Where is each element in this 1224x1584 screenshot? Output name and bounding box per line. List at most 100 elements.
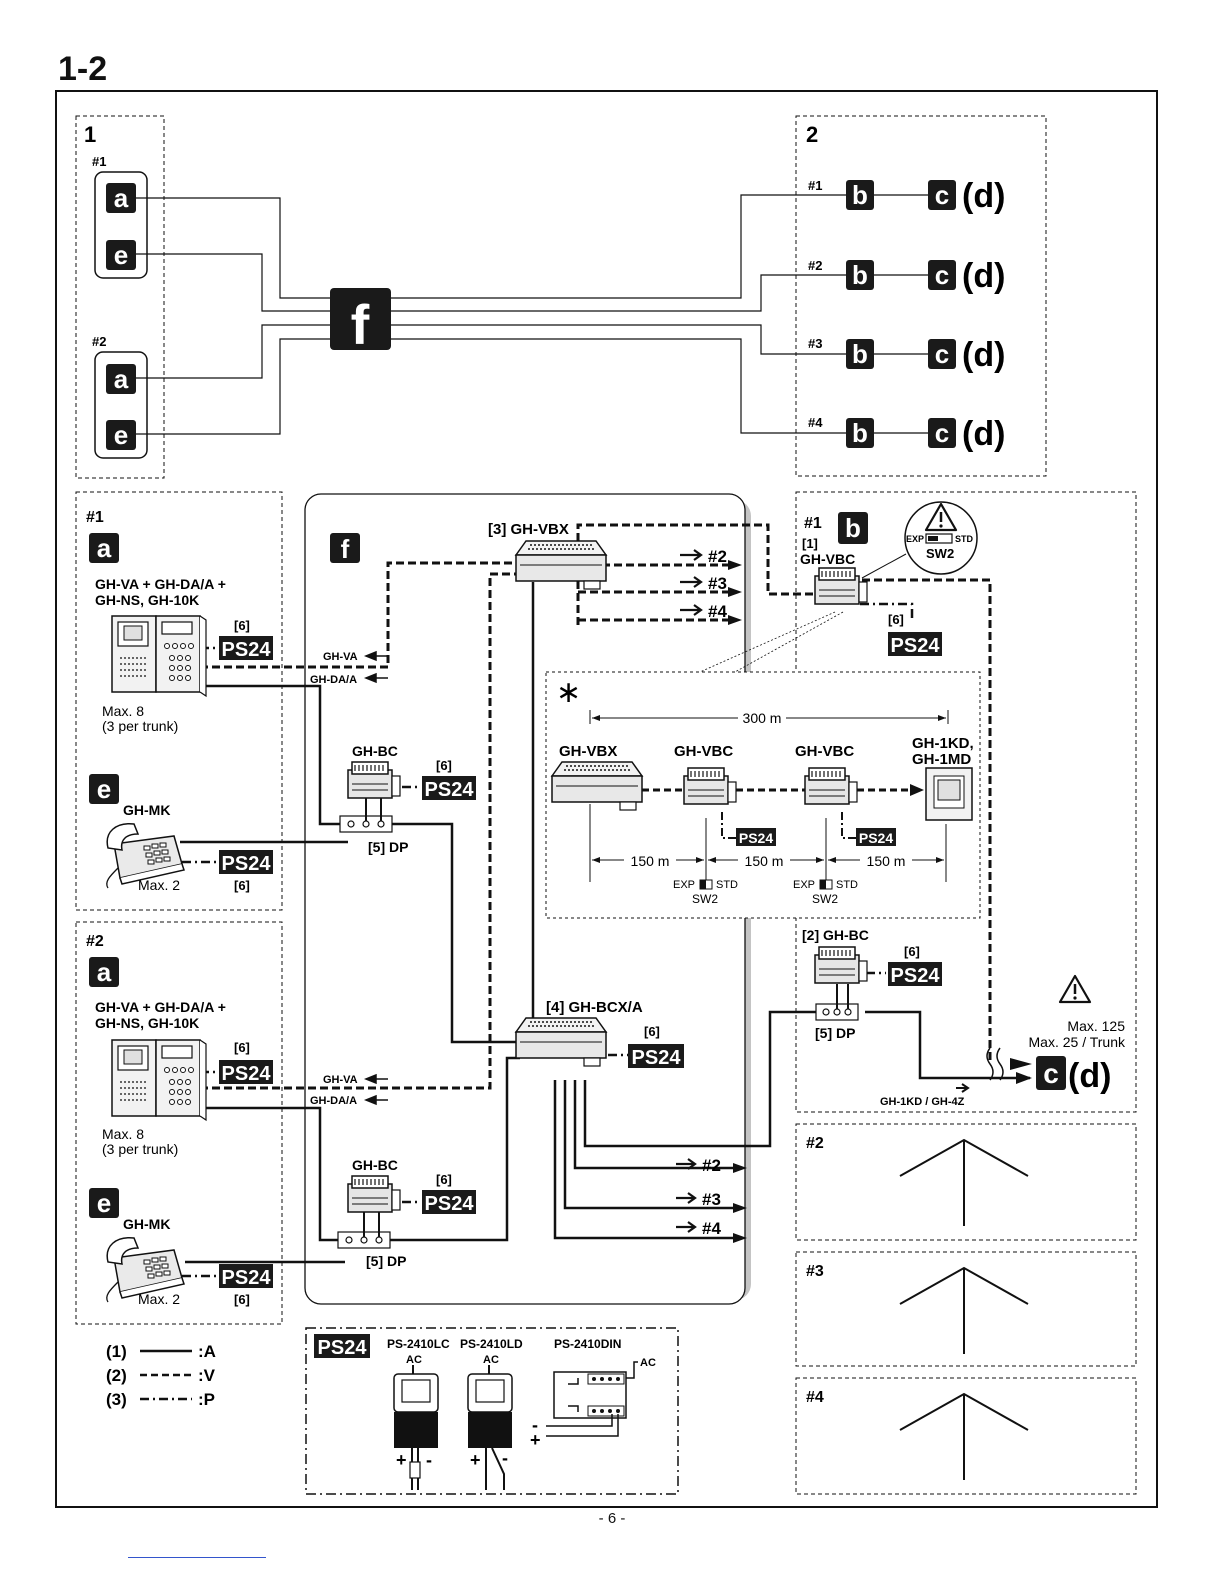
unit-a-badge [89, 533, 119, 563]
svg-text:GH-VBC: GH-VBC [674, 743, 733, 760]
svg-text:b: b [852, 180, 868, 210]
gh-bc-unit-icon [814, 946, 868, 984]
out-label: #2 [708, 547, 727, 566]
svg-text:+: + [530, 1430, 541, 1450]
svg-text::V: :V [198, 1366, 216, 1385]
svg-text:#3: #3 [806, 1263, 824, 1280]
svg-text:GH-VA + GH-DA/A +: GH-VA + GH-DA/A + [95, 999, 226, 1015]
svg-text:#1: #1 [808, 178, 822, 193]
svg-text::P: :P [198, 1390, 215, 1409]
unit-c-badge [1036, 1056, 1066, 1090]
out-label: #2 [702, 1156, 721, 1175]
branch-symbol-icon [899, 1139, 1029, 1227]
svg-text:150 m: 150 m [867, 853, 906, 869]
svg-text::A: :A [198, 1342, 216, 1361]
unit-b-badge [838, 512, 868, 544]
out-label: #4 [702, 1219, 721, 1238]
svg-text:SW2: SW2 [812, 892, 838, 906]
group-1-label: #1 [92, 154, 106, 169]
svg-text:GH-VA + GH-DA/A +: GH-VA + GH-DA/A + [95, 576, 226, 592]
svg-text:GH-VBC: GH-VBC [800, 551, 855, 567]
svg-text:GH-VBX: GH-VBX [559, 743, 617, 760]
svg-text:a: a [114, 183, 129, 213]
svg-text:b: b [852, 260, 868, 290]
ps24-badge [219, 1060, 273, 1084]
panel-2-label: 2 [806, 122, 818, 147]
branch-symbol-icon [899, 1393, 1029, 1481]
svg-text:Max. 8: Max. 8 [102, 703, 144, 719]
svg-text:#4: #4 [808, 415, 823, 430]
svg-text:#1: #1 [804, 515, 822, 532]
svg-text:SW2: SW2 [692, 892, 718, 906]
left-group-2: #2 a GH-VA + GH-DA/A + GH-NS, GH-10K [6]… [86, 933, 476, 1307]
line-legend: (1) :A (2) :V (3) :P [106, 1342, 216, 1409]
svg-text:GH-DA/A: GH-DA/A [310, 674, 357, 686]
panel-1-label: 1 [84, 122, 96, 147]
svg-text:PS24: PS24 [425, 779, 475, 801]
center-hub: f [3] GH-VBX #2 #3 #4 [4] GH-BCX/A [6] P… [330, 521, 727, 1238]
svg-text:PS24: PS24 [425, 1193, 475, 1215]
svg-text:GH-VA: GH-VA [323, 1074, 358, 1086]
ps24-badge [422, 1190, 476, 1214]
ps-2410din-icon: AC - + [530, 1357, 656, 1450]
svg-text:+: + [470, 1450, 481, 1470]
right-trunk-1: #1 b [1] GH-VBC EXP STD SW2 [6] PS24 [2]… [699, 501, 1126, 1108]
ps24-badge [219, 636, 273, 660]
svg-text:c: c [935, 339, 949, 369]
page-number: - 6 - [598, 1510, 626, 1527]
svg-text:PS24: PS24 [859, 830, 893, 846]
svg-text:(3 per trunk): (3 per trunk) [102, 1141, 178, 1157]
svg-text:AC: AC [483, 1354, 499, 1366]
hub-f-badge [330, 533, 360, 563]
trunk-row: #1 b c (d) [808, 177, 1005, 215]
svg-text:#4: #4 [806, 1389, 824, 1406]
svg-text:[6]: [6] [234, 1040, 250, 1055]
distance-inset: ∗ 300 m GH-VBX GH-VBC GH-VBC GH-1KD, GH-… [551, 676, 974, 906]
svg-text:GH-NS, GH-10K: GH-NS, GH-10K [95, 1015, 199, 1031]
ps24-badge [219, 850, 273, 874]
out-label: #3 [708, 574, 727, 593]
svg-text:(3 per trunk): (3 per trunk) [102, 718, 178, 734]
trunk-row: #4 b c (d) [808, 415, 1005, 453]
svg-text:PS24: PS24 [222, 639, 272, 661]
unit-e-badge [106, 240, 136, 270]
svg-text:c: c [1043, 1058, 1059, 1089]
ps-2410ld-icon: + - [467, 1365, 513, 1490]
svg-text:Max. 25 / Trunk: Max. 25 / Trunk [1029, 1034, 1126, 1050]
svg-text:GH-1KD,: GH-1KD, [912, 735, 974, 752]
right-trunk-4: #4 [806, 1389, 1029, 1481]
svg-text:-: - [426, 1450, 432, 1470]
svg-text:[3] GH-VBX: [3] GH-VBX [488, 521, 569, 538]
unit-e-badge [89, 774, 119, 804]
hub-f-badge [330, 288, 391, 350]
svg-text:b: b [852, 418, 868, 448]
svg-text:EXP: EXP [906, 534, 924, 544]
svg-text:[5] DP: [5] DP [815, 1025, 855, 1041]
svg-text:GH-BC: GH-BC [352, 743, 398, 759]
svg-text:(d): (d) [962, 415, 1005, 453]
svg-text:[6]: [6] [888, 612, 904, 627]
svg-text:(d): (d) [1068, 1057, 1111, 1095]
ps24-badge [628, 1044, 684, 1068]
svg-text:(d): (d) [962, 336, 1005, 374]
svg-text:Max. 2: Max. 2 [138, 1291, 180, 1307]
svg-text:PS24: PS24 [318, 1337, 368, 1359]
svg-text:#2: #2 [806, 1135, 824, 1152]
svg-text:f: f [351, 293, 370, 356]
right-trunk-2: #2 [806, 1135, 1029, 1227]
svg-text:STD: STD [955, 534, 974, 544]
svg-text:GH-VBC: GH-VBC [795, 743, 854, 760]
svg-text:AC: AC [640, 1357, 656, 1369]
svg-text:[5] DP: [5] DP [366, 1253, 406, 1269]
svg-text:Max. 2: Max. 2 [138, 877, 180, 893]
svg-text:c: c [935, 260, 949, 290]
svg-text:300 m: 300 m [743, 710, 782, 726]
svg-text:∗: ∗ [556, 676, 581, 709]
svg-text:(1): (1) [106, 1342, 127, 1361]
unit-a-badge [89, 957, 119, 987]
svg-text:a: a [97, 957, 112, 987]
warning-icon [1058, 974, 1092, 1004]
gh-vbc-unit-icon [814, 567, 868, 605]
right-trunk-3: #3 [806, 1263, 1029, 1355]
